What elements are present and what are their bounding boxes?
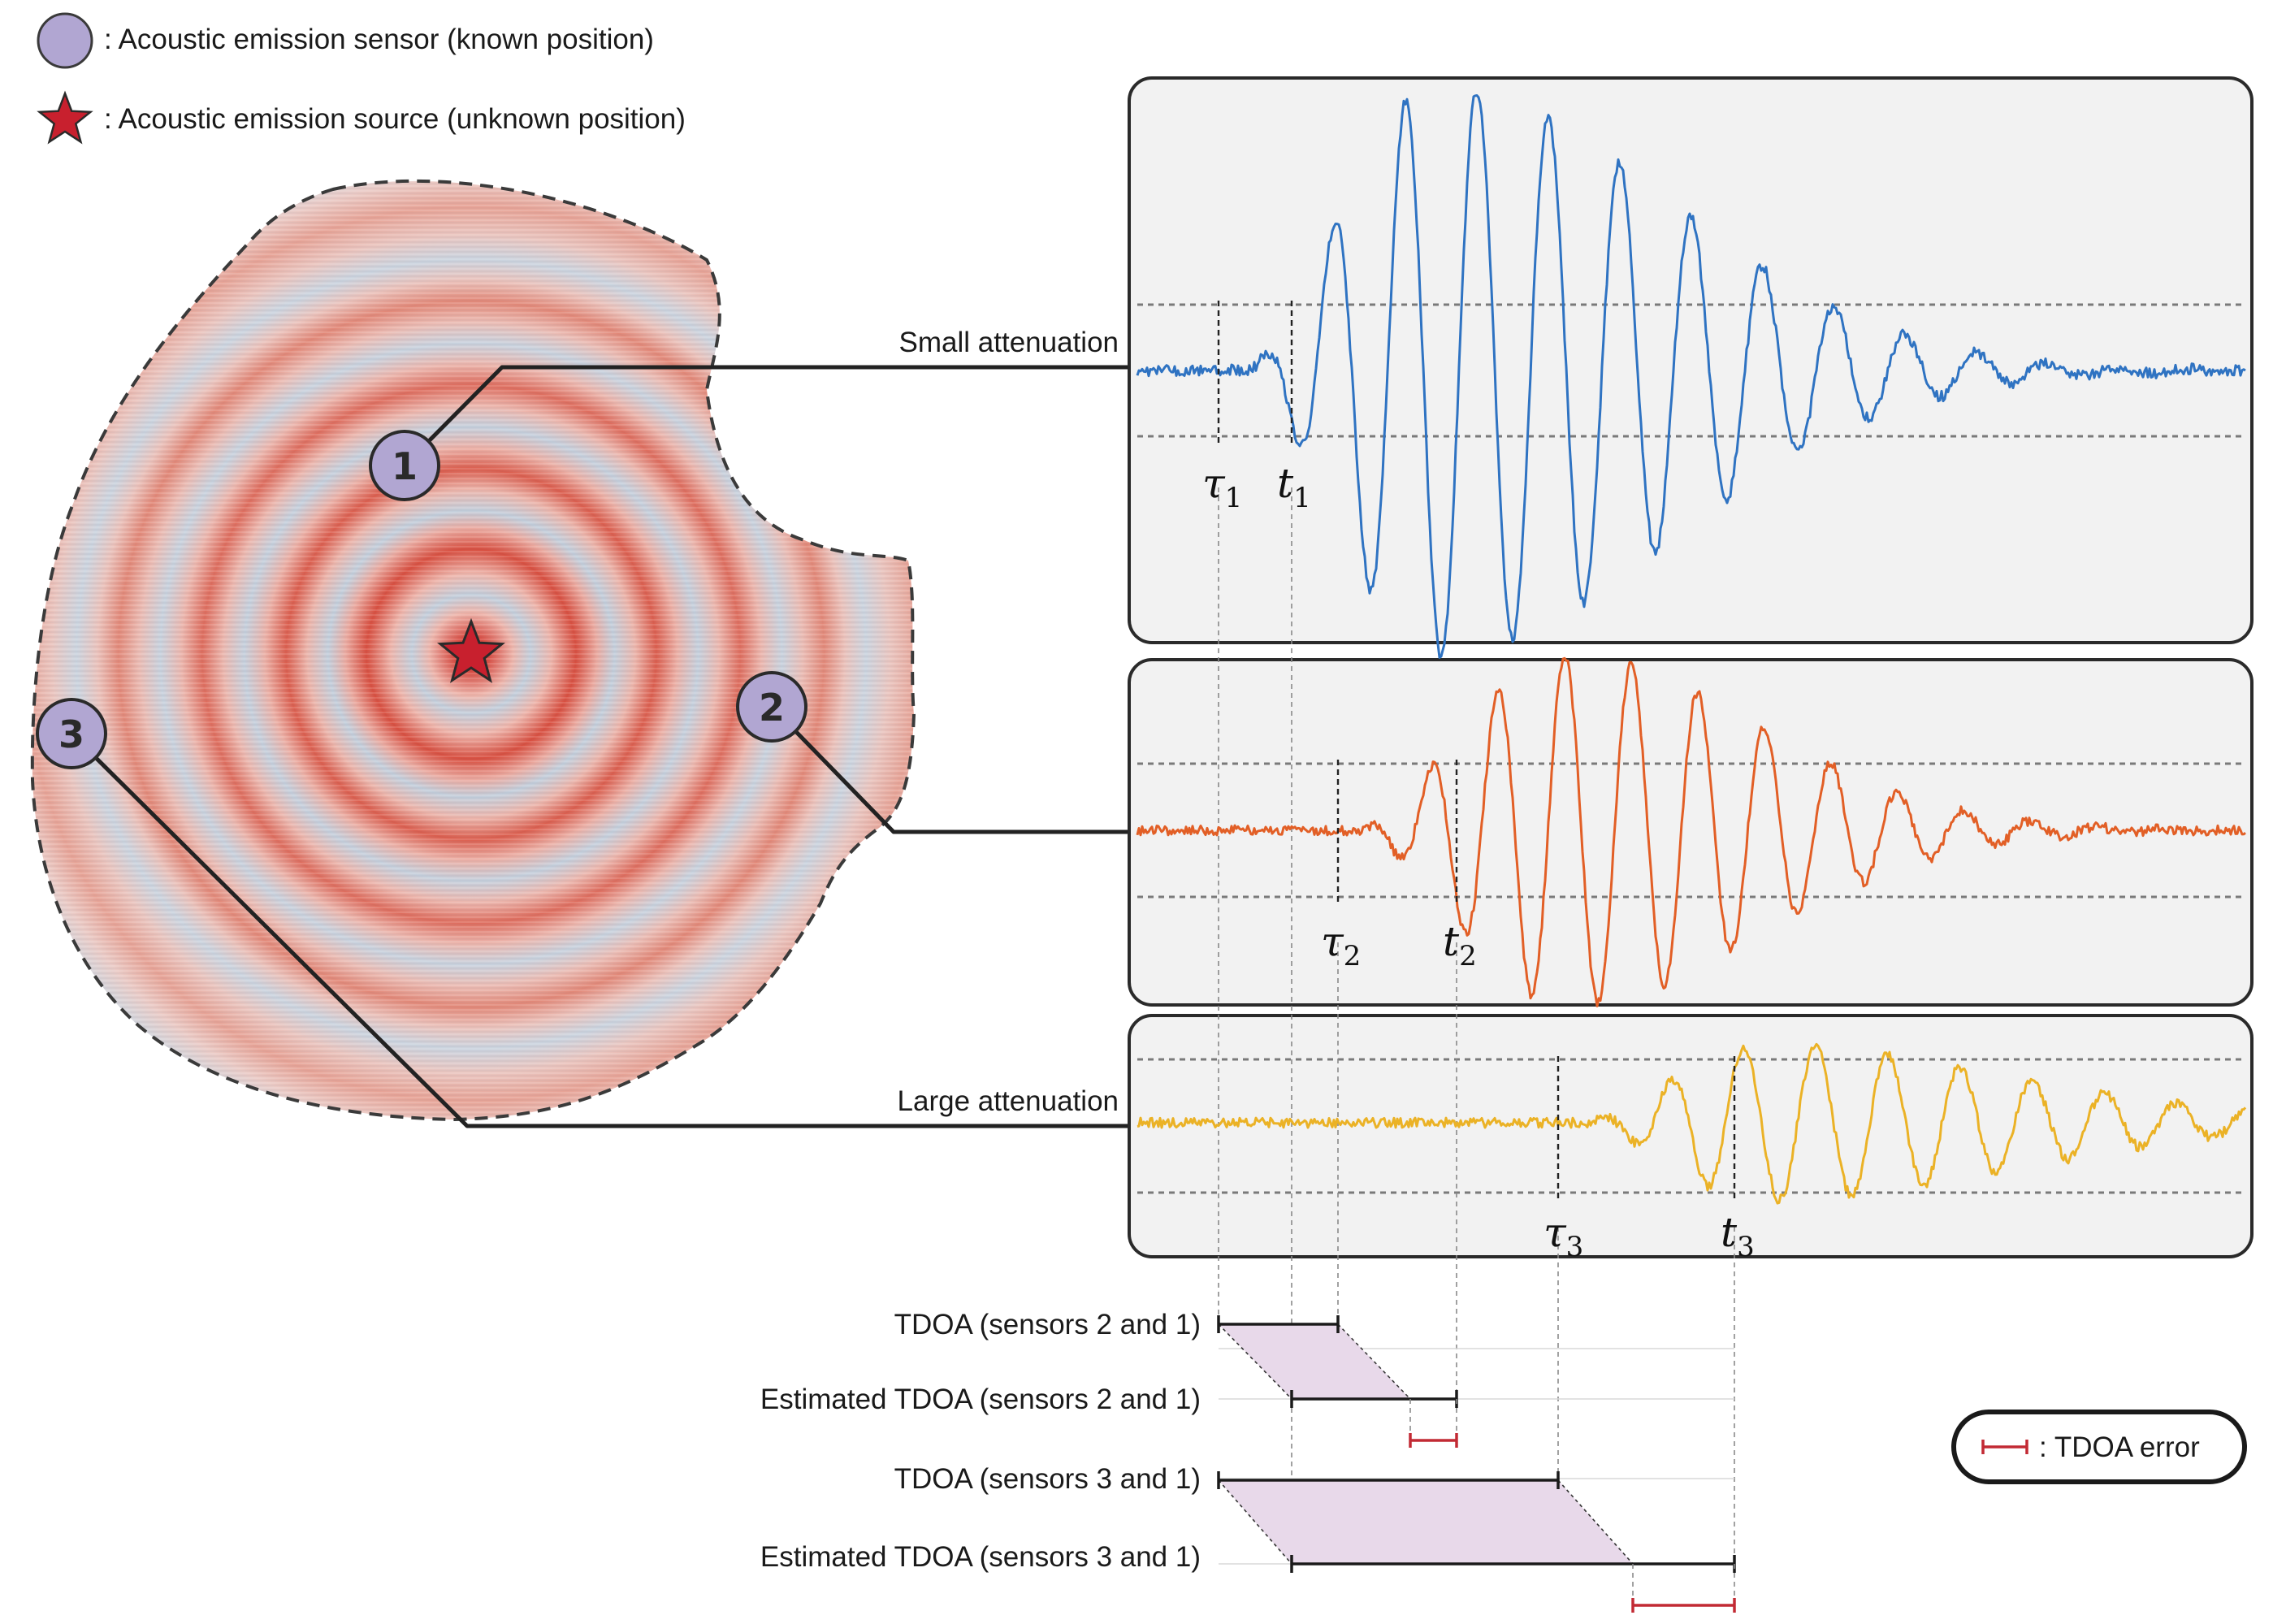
sensor-connectors <box>70 365 1131 1128</box>
estimated-tdoa-3-1-label: Estimated TDOA (sensors 3 and 1) <box>760 1541 1201 1573</box>
source-legend-label: : Acoustic emission source (unknown posi… <box>104 103 686 135</box>
waveform-sensor-3 <box>1136 1042 2247 1205</box>
large-attenuation-label: Large attenuation <box>898 1085 1119 1117</box>
tdoa-error-2-1 <box>1409 1399 1458 1448</box>
tdoa-3-1-shift-area <box>1219 1480 1633 1564</box>
tdoa-comparison: TDOA (sensors 2 and 1) Estimated TDOA (s… <box>760 1309 1736 1613</box>
tdoa-2-1-shift-left <box>1218 1323 1292 1400</box>
tdoa-2-1-shift-area <box>1219 1324 1410 1399</box>
label-tau-3: τ3 <box>1543 1209 1583 1263</box>
tdoa-2-1-shift-right <box>1337 1323 1411 1400</box>
label-tau-2: τ2 <box>1321 918 1361 972</box>
sensor-3-circle <box>36 698 107 769</box>
sensor-1: 1 <box>369 430 440 501</box>
label-t-2: t2 <box>1443 918 1477 972</box>
tdoa-2-1-label: TDOA (sensors 2 and 1) <box>894 1309 1201 1340</box>
specimen-boundary <box>30 179 916 1122</box>
connector-sensor-2 <box>770 705 1131 834</box>
label-tau-1: τ1 <box>1202 460 1242 514</box>
connector-sensor-1 <box>403 365 1131 467</box>
tdoa-error-legend-label: : TDOA error <box>2039 1431 2200 1463</box>
sensor-legend-label: : Acoustic emission sensor (known positi… <box>104 24 654 55</box>
legend: : Acoustic emission sensor (known positi… <box>37 12 686 145</box>
sensor-2: 2 <box>736 671 807 743</box>
tdoa-3-1-shift-right <box>1557 1479 1634 1565</box>
sensor-3-number: 3 <box>58 712 84 756</box>
small-attenuation-label: Small attenuation <box>899 327 1119 358</box>
tdoa-3-1-bar <box>1217 1471 1560 1489</box>
sensors: 1 2 3 <box>36 430 807 769</box>
signal-panel-3 <box>1128 1014 2254 1258</box>
label-t-3: t3 <box>1721 1209 1755 1263</box>
acoustic-source-star-icon <box>437 617 505 683</box>
sensor-1-circle <box>369 430 440 501</box>
sensor-3: 3 <box>36 698 107 769</box>
estimated-tdoa-2-1-label: Estimated TDOA (sensors 2 and 1) <box>760 1384 1201 1415</box>
connector-sensor-3 <box>70 732 1131 1128</box>
sensor-2-circle <box>736 671 807 743</box>
sensor-legend-icon <box>37 12 93 69</box>
tdoa-error-legend: : TDOA error <box>1951 1410 2247 1484</box>
waveform-sensor-2 <box>1136 656 2246 1007</box>
sensor-2-number: 2 <box>759 686 785 730</box>
signal-waveforms <box>1136 94 2247 1205</box>
onset-markers: τ1 t1 τ2 t2 τ3 t3 <box>1202 301 1755 1263</box>
signal-panel-1 <box>1128 76 2254 644</box>
signal-panels: Small attenuation Large attenuation <box>898 76 2254 1258</box>
label-t-1: t1 <box>1277 460 1311 514</box>
tdoa-2-1-bar <box>1217 1315 1340 1333</box>
specimen-region <box>30 179 916 1122</box>
signal-panel-2 <box>1128 658 2254 1007</box>
waveform-sensor-1 <box>1136 94 2246 659</box>
tdoa-error-legend-box <box>1951 1410 2247 1484</box>
tdoa-3-1-shift-left <box>1218 1479 1292 1565</box>
tdoa-error-legend-icon <box>1981 1440 2028 1454</box>
tdoa-error-3-1 <box>1631 1564 1736 1613</box>
sensor-1-number: 1 <box>392 444 418 488</box>
tdoa-3-1-label: TDOA (sensors 3 and 1) <box>894 1463 1201 1495</box>
source-star-legend-icon <box>37 90 93 145</box>
